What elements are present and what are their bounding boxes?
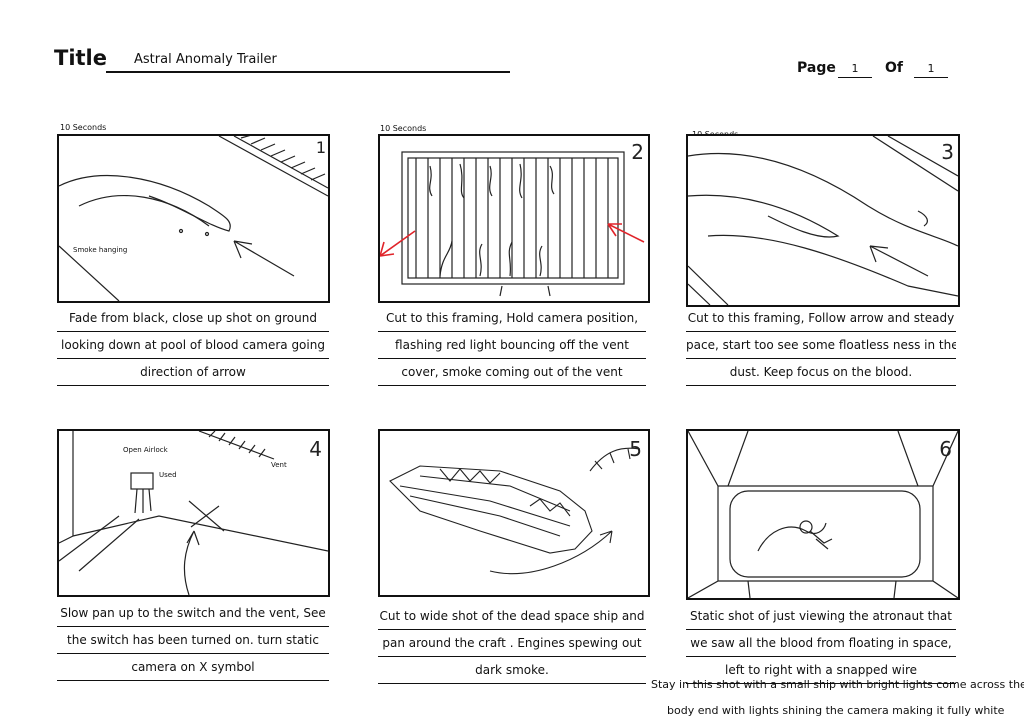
panel-4-note-vent: Vent <box>271 461 287 469</box>
caption-line: direction of arrow <box>57 359 329 386</box>
panel-1-number: 1 <box>315 138 326 157</box>
panel-4-note-used: Used <box>159 471 177 479</box>
panel-2-duration: 10 Seconds <box>380 124 427 133</box>
caption-line: dust. Keep focus on the blood. <box>686 359 956 386</box>
caption-line: pace, start too see some floatless ness … <box>686 332 956 359</box>
panel-3-caption: Cut to this framing, Follow arrow and st… <box>686 305 956 386</box>
storyboard-panel-2: 2 <box>378 134 650 303</box>
panel-6-caption: Static shot of just viewing the atronaut… <box>686 603 956 684</box>
page-number-underline <box>838 77 872 78</box>
caption-line: Cut to this framing, Follow arrow and st… <box>686 305 956 332</box>
caption-line: flashing red light bouncing off the vent <box>378 332 646 359</box>
panel-2-caption: Cut to this framing, Hold camera positio… <box>378 305 646 386</box>
panel-6-extra-note: body end with lights shining the camera … <box>667 704 1005 717</box>
panel-6-extra-note: Stay in this shot with a small ship with… <box>651 678 1024 691</box>
panel-1-caption: Fade from black, close up shot on ground… <box>57 305 329 386</box>
title-underline <box>106 71 510 73</box>
panel-4-caption: Slow pan up to the switch and the vent, … <box>57 600 329 681</box>
title-label: Title <box>54 46 108 70</box>
panel-6-number: 6 <box>939 437 952 461</box>
panel-1-duration: 10 Seconds <box>60 123 107 132</box>
panel-5-number: 5 <box>629 437 642 461</box>
panel-5-caption: Cut to wide shot of the dead space ship … <box>378 603 646 684</box>
panel-4-number: 4 <box>309 437 322 461</box>
storyboard-panel-4: 4 Open Airlock Used Vent <box>57 429 330 597</box>
caption-line: Fade from black, close up shot on ground <box>57 305 329 332</box>
caption-line: pan around the craft . Engines spewing o… <box>378 630 646 657</box>
storyboard-panel-3: 3 <box>686 134 960 307</box>
caption-line: cover, smoke coming out of the vent <box>378 359 646 386</box>
caption-line: looking down at pool of blood camera goi… <box>57 332 329 359</box>
caption-line: Cut to wide shot of the dead space ship … <box>378 603 646 630</box>
of-label: Of <box>885 60 903 76</box>
page-number: 1 <box>851 62 859 75</box>
page-total: 1 <box>927 62 935 75</box>
caption-line: Cut to this framing, Hold camera positio… <box>378 305 646 332</box>
title-value: Astral Anomaly Trailer <box>134 52 277 67</box>
panel-2-number: 2 <box>631 140 644 164</box>
panel-6-sketch <box>688 431 958 598</box>
caption-line: left to right with a snapped wire <box>686 657 956 684</box>
caption-line: camera on X symbol <box>57 654 329 681</box>
panel-3-number: 3 <box>941 140 954 164</box>
caption-line: we saw all the blood from floating in sp… <box>686 630 956 657</box>
page-label: Page <box>797 60 836 76</box>
page-total-underline <box>914 77 948 78</box>
caption-line: Slow pan up to the switch and the vent, … <box>57 600 329 627</box>
caption-line: dark smoke. <box>378 657 646 684</box>
panel-3-sketch <box>688 136 958 305</box>
panel-1-note: Smoke hanging <box>73 246 128 254</box>
panel-4-sketch <box>59 431 328 595</box>
panel-1-sketch <box>59 136 328 301</box>
panel-5-sketch <box>389 447 641 575</box>
storyboard-panel-5: 5 <box>378 429 650 597</box>
panel-2-sketch <box>380 151 645 297</box>
caption-line: the switch has been turned on. turn stat… <box>57 627 329 654</box>
storyboard-panel-1: 1 Smoke hanging <box>57 134 330 303</box>
storyboard-panel-6: 6 <box>686 429 960 600</box>
caption-line: Static shot of just viewing the atronaut… <box>686 603 956 630</box>
panel-4-note-airlock: Open Airlock <box>123 446 168 454</box>
